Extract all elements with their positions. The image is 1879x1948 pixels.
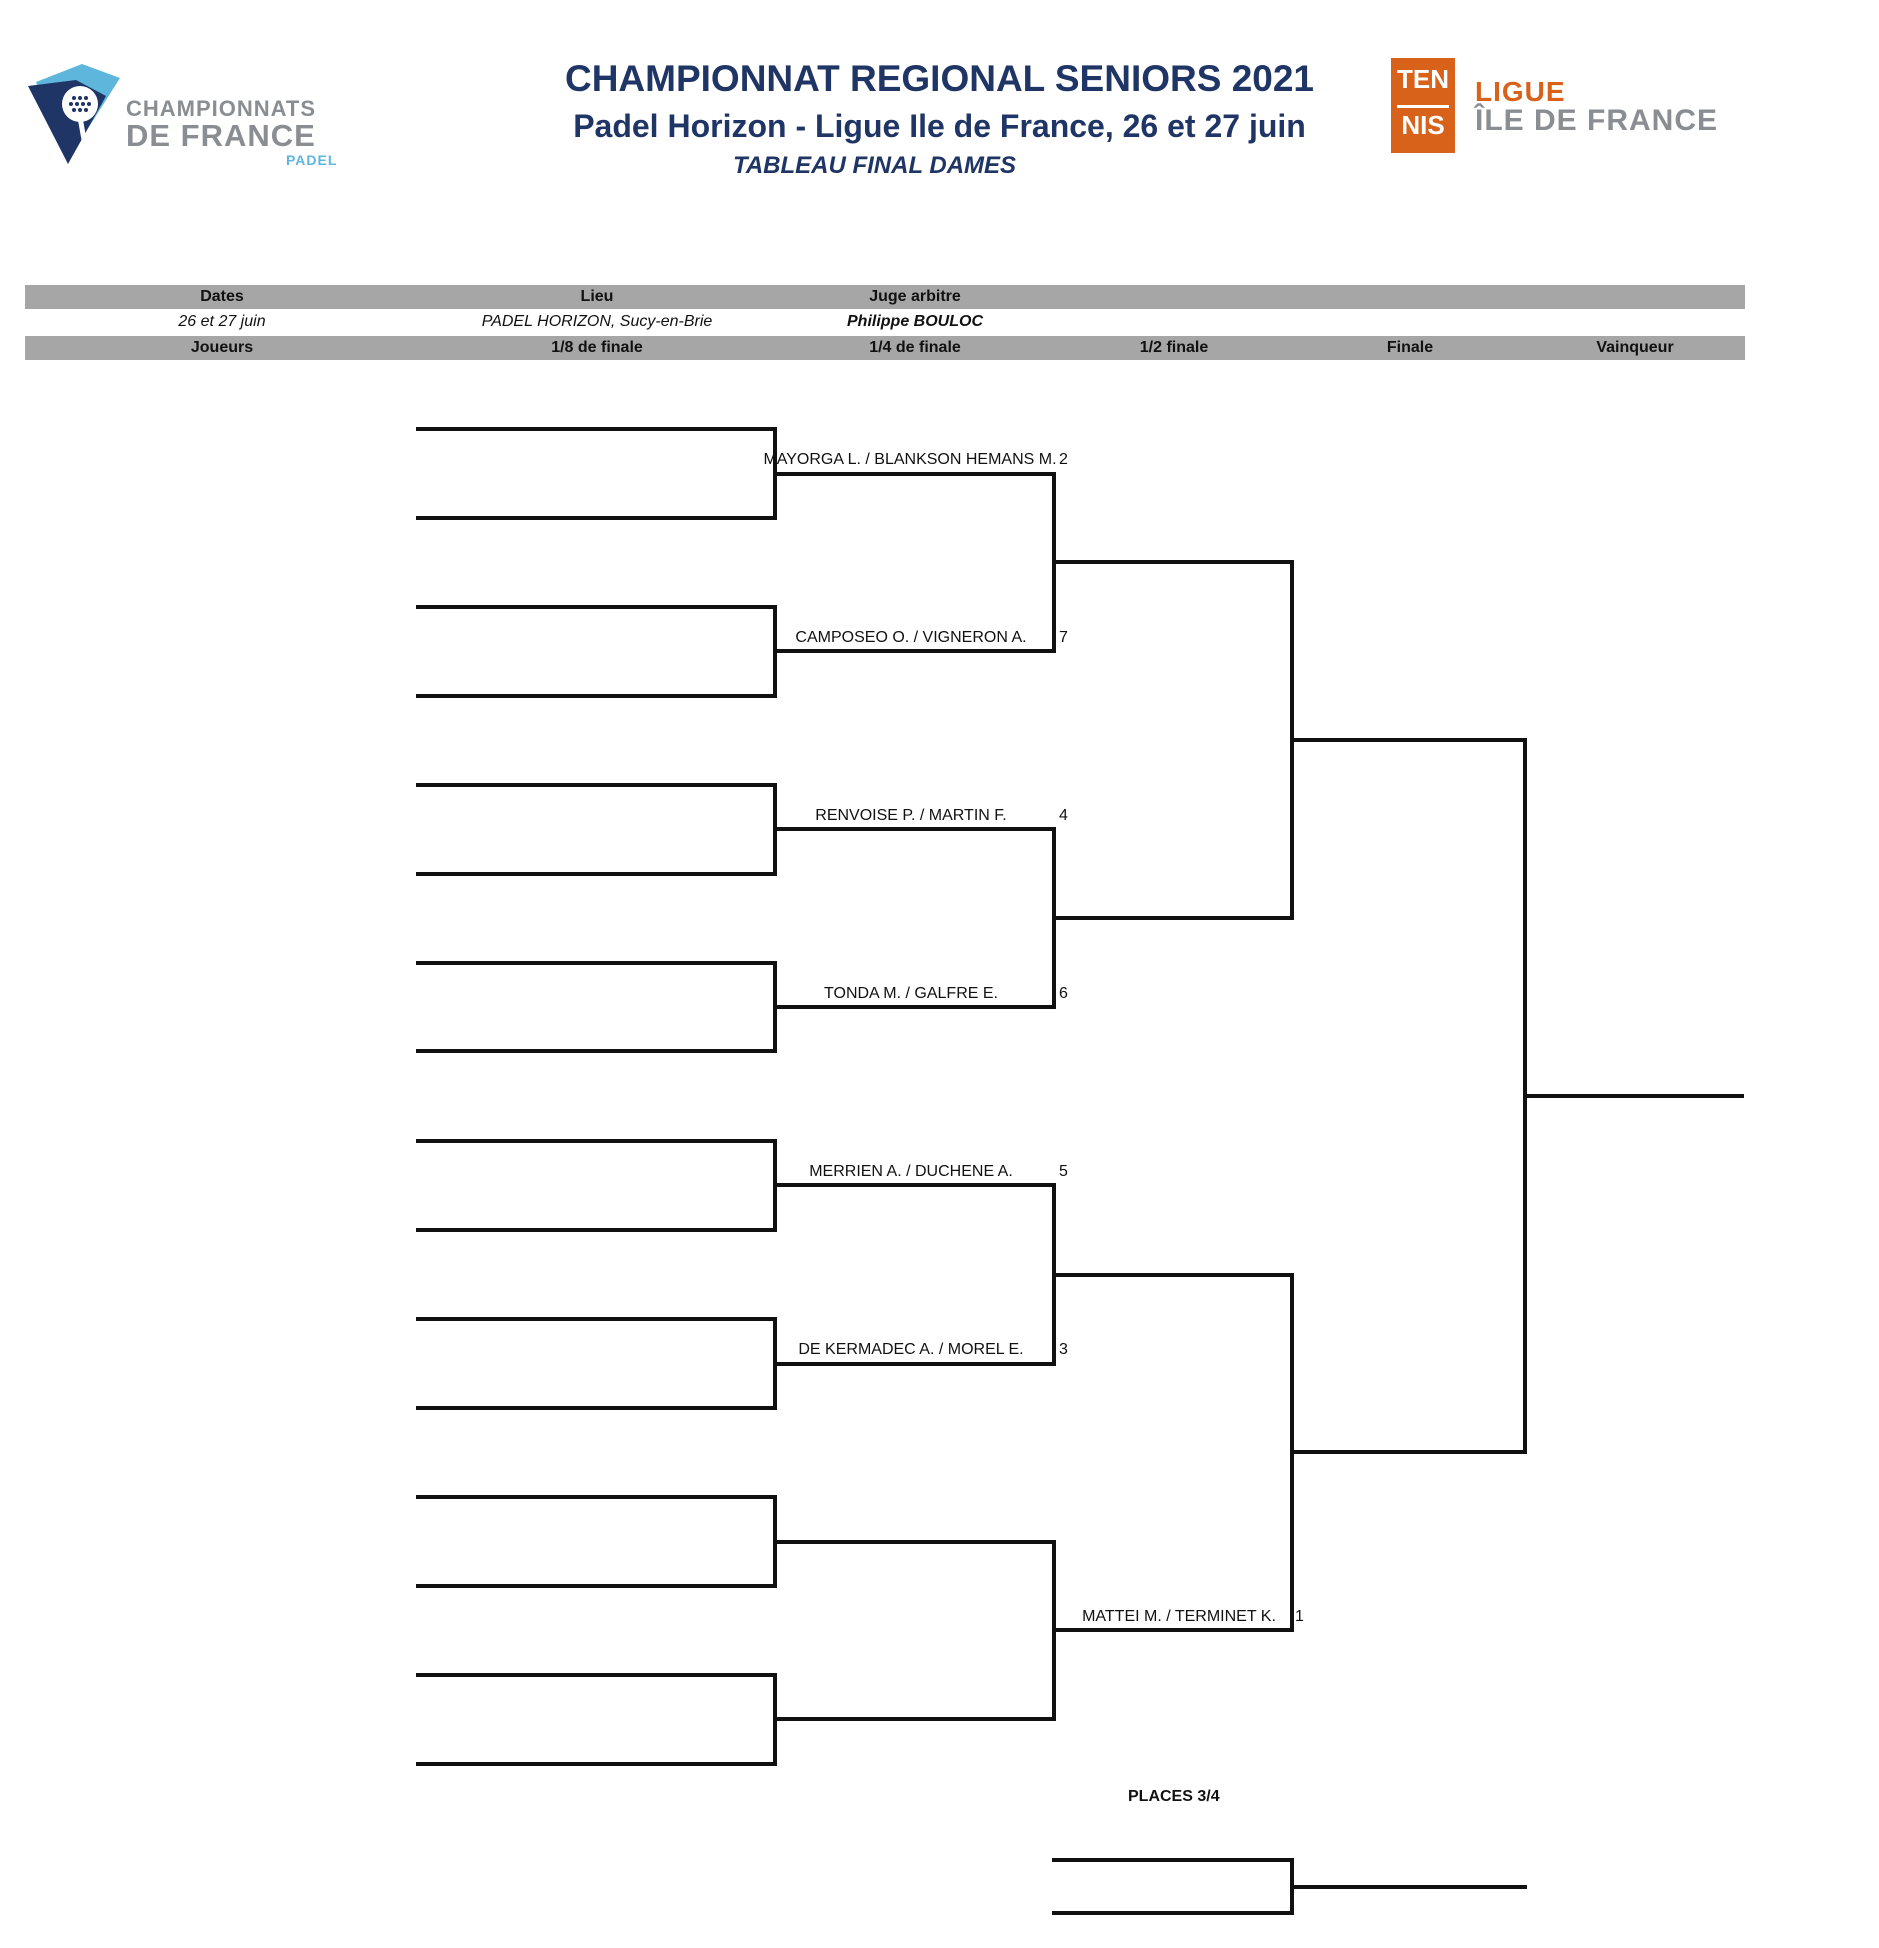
- championnats-de-france-logo: CHAMPIONNATS DE FRANCE PADEL: [28, 60, 338, 170]
- r16-bracket-2: [416, 605, 777, 698]
- page-title: CHAMPIONNAT REGIONAL SENIORS 2021: [564, 58, 1315, 99]
- juge-value: Philippe BOULOC: [847, 313, 983, 330]
- qf-entry-6-pair: DE KERMADEC A. / MOREL E.: [798, 1341, 1024, 1358]
- page-subtitle: Padel Horizon - Ligue Ile de France, 26 …: [573, 108, 1306, 144]
- sf-entry-pair: MATTEI M. / TERMINET K.: [1082, 1608, 1276, 1625]
- sf-entry-seed: 1: [1295, 1608, 1304, 1625]
- qf-entry-3-seed: 4: [1059, 807, 1068, 824]
- logo-text-line2: DE FRANCE: [126, 118, 316, 153]
- logo-text-line1: CHAMPIONNATS: [126, 96, 317, 121]
- places-bracket: [1052, 1858, 1294, 1915]
- ligue-text-line1: LIGUE: [1475, 76, 1566, 107]
- col-r16: 1/8 de finale: [551, 339, 643, 356]
- sf-bracket-1: [1052, 560, 1294, 920]
- qf-bracket-1: [773, 472, 1056, 653]
- logo-text-line3: PADEL: [286, 152, 338, 168]
- info-header-row: [25, 285, 1745, 309]
- qf-entry-3-pair: RENVOISE P. / MARTIN F.: [815, 807, 1007, 824]
- tennis-box-icon: TEN NIS: [1391, 58, 1455, 153]
- padel-racket-icon: [28, 64, 120, 164]
- r16-bracket-6: [416, 1317, 777, 1410]
- qf-entry-2-seed: 7: [1059, 629, 1068, 646]
- lieu-value: PADEL HORIZON, Sucy-en-Brie: [481, 313, 713, 330]
- final-bracket: [1290, 738, 1527, 1454]
- lieu-label: Lieu: [580, 288, 614, 305]
- r16-bracket-1: [416, 427, 777, 520]
- qf-entry-6-seed: 3: [1059, 1341, 1068, 1358]
- qf-bracket-4: [773, 1540, 1056, 1721]
- dates-label: Dates: [200, 288, 244, 305]
- col-qf: 1/4 de finale: [869, 339, 961, 356]
- ligue-text-line2: ÎLE DE FRANCE: [1475, 104, 1719, 137]
- sf-bracket-2: [1052, 1273, 1294, 1632]
- qf-entry-4-seed: 6: [1059, 985, 1068, 1002]
- qf-entry-1-seed: 2: [1059, 451, 1068, 468]
- qf-entry-2-pair: CAMPOSEO O. / VIGNERON A.: [795, 629, 1027, 646]
- r16-bracket-8: [416, 1673, 777, 1766]
- qf-entry-4-pair: TONDA M. / GALFRE E.: [824, 985, 998, 1002]
- r16-bracket-4: [416, 961, 777, 1053]
- juge-label: Juge arbitre: [869, 288, 961, 305]
- tennis-box-bottom: NIS: [1401, 110, 1445, 140]
- places-3-4-label: PLACES 3/4: [1128, 1788, 1220, 1805]
- qf-entry-1-pair: MAYORGA L. / BLANKSON HEMANS M.: [763, 451, 1057, 468]
- col-sf: 1/2 finale: [1139, 339, 1209, 356]
- r16-bracket-7: [416, 1495, 777, 1588]
- tennis-box-top: TEN: [1397, 64, 1449, 94]
- ligue-ile-de-france-logo: TEN NIS LIGUE ÎLE DE FRANCE: [1391, 58, 1737, 154]
- dates-value: 26 et 27 juin: [178, 313, 266, 330]
- qf-entry-5-seed: 5: [1059, 1163, 1068, 1180]
- r16-bracket-5: [416, 1139, 777, 1232]
- r16-bracket-3: [416, 783, 777, 876]
- col-joueurs: Joueurs: [190, 339, 254, 356]
- qf-bracket-2: [773, 827, 1056, 1009]
- col-winner: Vainqueur: [1596, 339, 1674, 356]
- qf-bracket-3: [773, 1183, 1056, 1366]
- table-name: TABLEAU FINAL DAMES: [732, 152, 1017, 179]
- qf-entry-5-pair: MERRIEN A. / DUCHENE A.: [809, 1163, 1013, 1180]
- col-final: Finale: [1386, 339, 1434, 356]
- columns-header-row: [25, 336, 1745, 360]
